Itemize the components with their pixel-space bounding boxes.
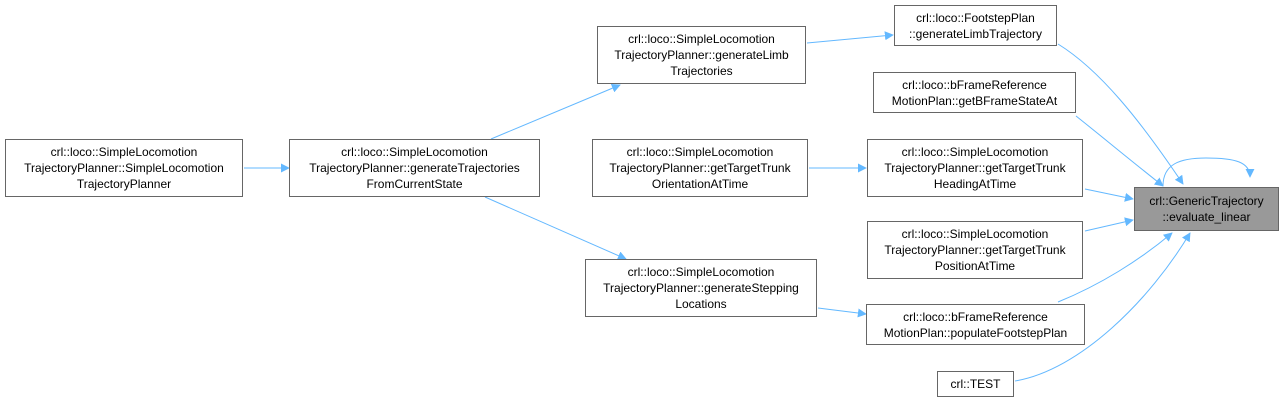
edge-n11-n5 [1057, 43, 1184, 185]
node-label: crl::GenericTrajectory ::evaluate_linear [1149, 194, 1264, 224]
edge-n11-n9 [1057, 232, 1173, 303]
node-label: crl::TEST [950, 377, 1001, 391]
node-label: crl::loco::SimpleLocomotion TrajectoryPl… [609, 145, 791, 191]
edge-n4-n1 [484, 196, 627, 260]
node-generate-trajectories-from-current-state[interactable]: crl::loco::SimpleLocomotion TrajectoryPl… [289, 139, 540, 197]
node-generic-trajectory-evaluate-linear[interactable]: crl::GenericTrajectory ::evaluate_linear [1134, 187, 1279, 231]
edge-n11-n11 [1162, 157, 1255, 187]
edge-n9-n4 [817, 307, 867, 318]
node-generate-stepping-locations[interactable]: crl::loco::SimpleLocomotion TrajectoryPl… [585, 259, 817, 317]
edge-n11-n8 [1084, 217, 1134, 232]
edge-n11-n10 [1014, 232, 1191, 382]
edge-n11-n6 [1075, 115, 1164, 187]
node-get-target-trunk-heading-at-time[interactable]: crl::loco::SimpleLocomotion TrajectoryPl… [867, 139, 1083, 197]
node-get-target-trunk-orientation-at-time[interactable]: crl::loco::SimpleLocomotion TrajectoryPl… [592, 139, 808, 197]
node-label: crl::loco::bFrameReference MotionPlan::g… [891, 77, 1058, 108]
node-crl-test[interactable]: crl::TEST [937, 371, 1014, 397]
edge-n11-n7 [1084, 188, 1134, 202]
node-generate-limb-trajectories[interactable]: crl::loco::SimpleLocomotion TrajectoryPl… [597, 26, 806, 84]
node-populate-footstep-plan[interactable]: crl::loco::bFrameReference MotionPlan::p… [866, 304, 1085, 345]
edge-n2-n1 [490, 83, 621, 140]
node-get-bframe-state-at[interactable]: crl::loco::bFrameReference MotionPlan::g… [873, 72, 1076, 113]
node-label: crl::loco::bFrameReference MotionPlan::p… [883, 309, 1068, 340]
node-footstep-plan-generate-limb-trajectory[interactable]: crl::loco::FootstepPlan ::generateLimbTr… [894, 5, 1057, 46]
node-simple-locomotion-trajectory-planner-ctor[interactable]: crl::loco::SimpleLocomotion TrajectoryPl… [5, 139, 243, 197]
node-label: crl::loco::SimpleLocomotion TrajectoryPl… [884, 227, 1066, 273]
node-label: crl::loco::SimpleLocomotion TrajectoryPl… [24, 145, 224, 191]
node-label: crl::loco::SimpleLocomotion TrajectoryPl… [603, 265, 799, 311]
node-label: crl::loco::SimpleLocomotion TrajectoryPl… [614, 32, 789, 78]
node-get-target-trunk-position-at-time[interactable]: crl::loco::SimpleLocomotion TrajectoryPl… [867, 221, 1083, 279]
node-label: crl::loco::SimpleLocomotion TrajectoryPl… [309, 145, 520, 191]
node-label: crl::loco::FootstepPlan ::generateLimbTr… [909, 10, 1042, 41]
edge-n5-n2 [806, 31, 894, 44]
node-label: crl::loco::SimpleLocomotion TrajectoryPl… [884, 145, 1066, 191]
